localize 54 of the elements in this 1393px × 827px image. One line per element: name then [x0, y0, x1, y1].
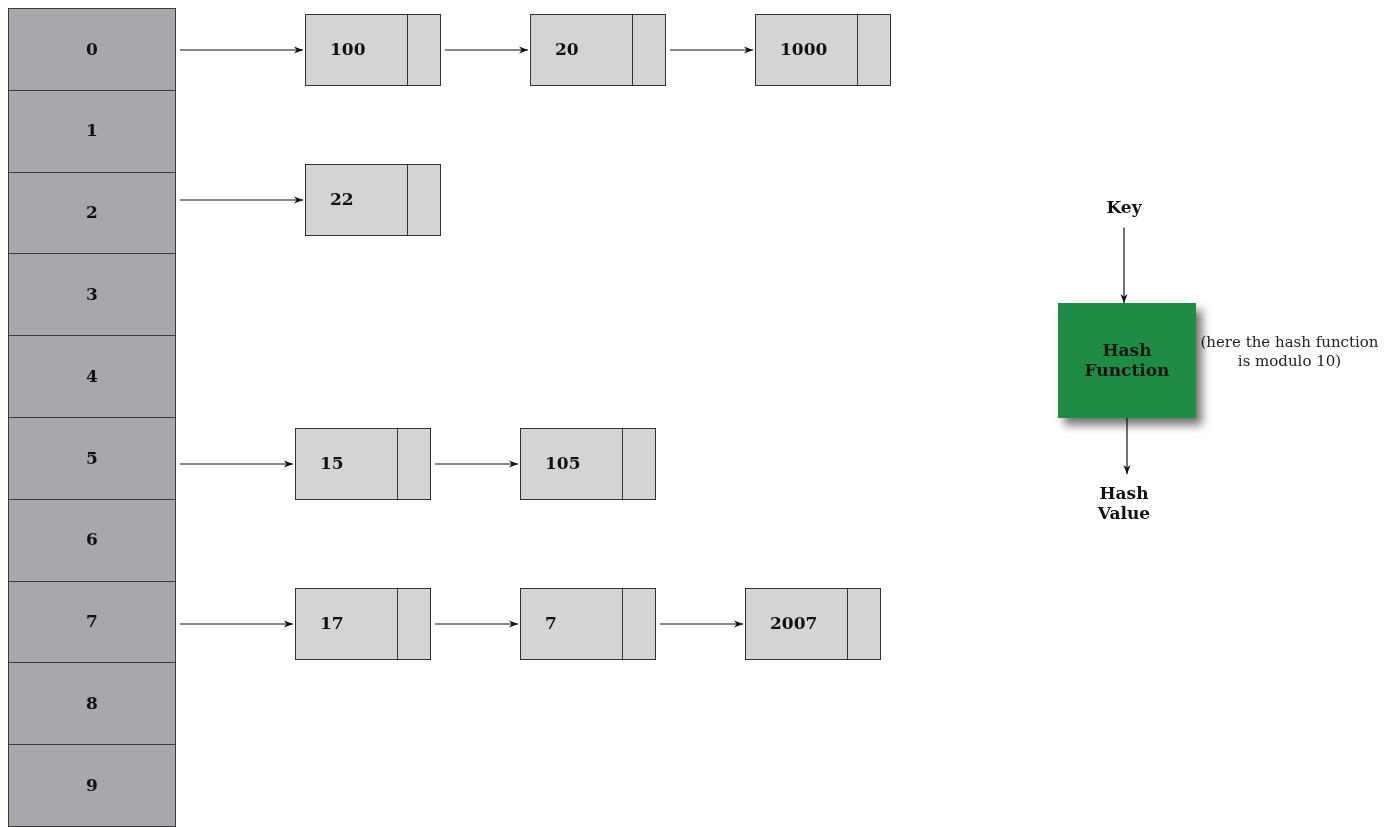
list-node-box	[295, 428, 431, 500]
arrow	[659, 620, 744, 628]
bucket-cell	[8, 580, 176, 664]
bucket-cell	[8, 8, 176, 91]
bucket-cell	[8, 662, 176, 746]
bucket-index: 2	[86, 203, 98, 223]
node-value: 7	[545, 614, 557, 634]
node-value: 100	[330, 40, 366, 60]
bucket-index: 5	[86, 448, 98, 469]
arrow	[434, 460, 519, 468]
list-node-box	[520, 588, 656, 660]
bucket-cell	[8, 171, 176, 255]
bucket-index: 4	[86, 366, 98, 387]
list-node-box	[755, 14, 891, 86]
node-value: 20	[555, 40, 579, 60]
node-value: 17	[320, 614, 344, 634]
list-node-box	[520, 428, 656, 500]
bucket-index: 1	[86, 121, 98, 141]
arrow	[179, 46, 304, 54]
bucket-index: 8	[86, 694, 98, 714]
bucket-index: 0	[86, 39, 98, 60]
list-node-box	[305, 164, 441, 236]
bucket-index: 6	[86, 530, 98, 550]
node-value: 1000	[780, 40, 828, 60]
list-node-box	[295, 588, 431, 660]
node-value: 105	[545, 454, 581, 474]
bucket-index: 3	[86, 285, 98, 305]
bucket-cell	[8, 417, 176, 500]
bucket-cell	[8, 253, 176, 337]
bucket-cell	[8, 744, 176, 827]
arrow	[669, 46, 754, 54]
list-node-box	[530, 14, 666, 86]
hash-function-box	[1058, 303, 1196, 418]
arrow	[434, 620, 519, 628]
bucket-cell	[8, 89, 176, 173]
io-label: Hash Value	[1096, 484, 1152, 524]
node-value: 22	[330, 190, 354, 210]
arrow	[444, 46, 529, 54]
list-node-box	[305, 14, 441, 86]
bucket-index: 9	[86, 775, 98, 796]
node-value: 15	[320, 454, 344, 474]
list-node-box	[745, 588, 881, 660]
bucket-cell	[8, 335, 176, 418]
arrow	[1123, 417, 1131, 475]
arrow	[179, 620, 294, 628]
bucket-cell	[8, 498, 176, 582]
note-text: (here the hash function is modulo 10)	[1199, 333, 1380, 371]
arrow	[1120, 226, 1128, 304]
arrow	[179, 460, 294, 468]
io-label: Key	[1105, 198, 1143, 218]
arrow	[179, 196, 304, 204]
bucket-index: 7	[86, 612, 98, 632]
node-value: 2007	[770, 614, 818, 634]
function-label: Hash Function	[1083, 340, 1171, 381]
